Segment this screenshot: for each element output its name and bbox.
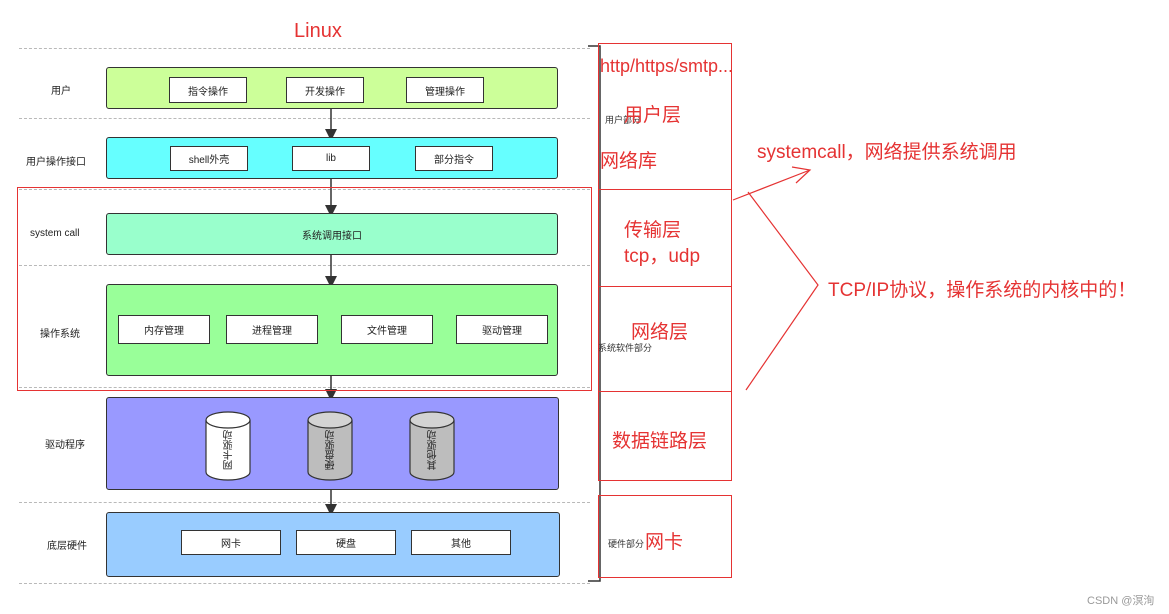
cylinder-nic-driver: [205, 411, 251, 481]
user-item-command-ops: 指令操作: [169, 77, 247, 103]
net-datalink-layer: 数据链路层: [612, 431, 708, 452]
systemcall-pointer-line: [732, 169, 811, 201]
annotation-systemcall: systemcall，网络提供系统调用: [757, 142, 1017, 163]
interface-item-partial-commands: 部分指令: [415, 146, 493, 171]
driver-item-other: 其他驱动: [428, 430, 439, 470]
syscall-layer: 系统调用接口: [106, 213, 558, 255]
separator-line: [19, 387, 590, 388]
row-label-user: 用户: [51, 86, 71, 97]
row-label-user-interface: 用户操作接口: [26, 157, 86, 168]
interface-item-shell: shell外壳: [170, 146, 248, 171]
tcpip-brace: [745, 191, 819, 391]
hardware-item-disk: 硬盘: [296, 530, 396, 555]
separator-line: [19, 583, 590, 584]
net-network-layer: 网络层: [631, 322, 689, 343]
driver-item-disk: 硬盘驱动: [326, 430, 337, 470]
net-transport-layer: 传输层: [624, 220, 682, 241]
systemcall-pointer-head: [791, 166, 812, 184]
row-label-hardware: 底层硬件: [47, 541, 87, 552]
watermark: CSDN @溟洵: [1087, 595, 1155, 607]
separator-line: [19, 189, 590, 190]
driver-cylinders: [205, 411, 455, 481]
driver-item-nic: 网卡驱动: [224, 430, 235, 470]
interface-item-lib: lib: [292, 146, 370, 171]
row-label-os: 操作系统: [40, 329, 80, 340]
net-box-datalink-layer: [598, 391, 732, 481]
cylinder-disk-driver: [307, 411, 353, 481]
os-item-process: 进程管理: [226, 315, 318, 344]
os-item-file: 文件管理: [341, 315, 433, 344]
hardware-item-other: 其他: [411, 530, 511, 555]
hardware-item-nic: 网卡: [181, 530, 281, 555]
separator-line: [19, 265, 590, 266]
diagram-title: Linux: [294, 20, 342, 42]
side-label-user-part: 用户部分: [605, 115, 642, 125]
row-label-system-call: system call: [30, 228, 80, 239]
separator-line: [19, 48, 590, 49]
separator-line: [19, 502, 590, 503]
annotation-tcpip: TCP/IP协议，操作系统的内核中的！: [828, 280, 1137, 301]
net-nic: 网卡: [645, 532, 684, 553]
user-item-admin-ops: 管理操作: [406, 77, 484, 103]
row-label-driver: 驱动程序: [45, 440, 85, 451]
net-transport-protocols: tcp，udp: [624, 246, 701, 267]
kernel-region-box: [17, 187, 592, 391]
net-user-layer: 用户层: [624, 105, 682, 126]
net-network-lib: 网络库: [600, 151, 658, 172]
syscall-label: 系统调用接口: [302, 230, 362, 242]
cylinder-other-driver: [409, 411, 455, 481]
separator-line: [19, 118, 590, 119]
net-box-nic: [598, 495, 732, 578]
user-item-dev-ops: 开发操作: [286, 77, 364, 103]
side-label-hardware-part: 硬件部分: [608, 539, 645, 549]
os-item-memory: 内存管理: [118, 315, 210, 344]
os-item-driver: 驱动管理: [456, 315, 548, 344]
right-bracket: [588, 45, 601, 582]
side-label-system-software-part: 系统软件部分: [598, 343, 653, 353]
net-protocols: http/https/smtp...: [600, 56, 734, 76]
